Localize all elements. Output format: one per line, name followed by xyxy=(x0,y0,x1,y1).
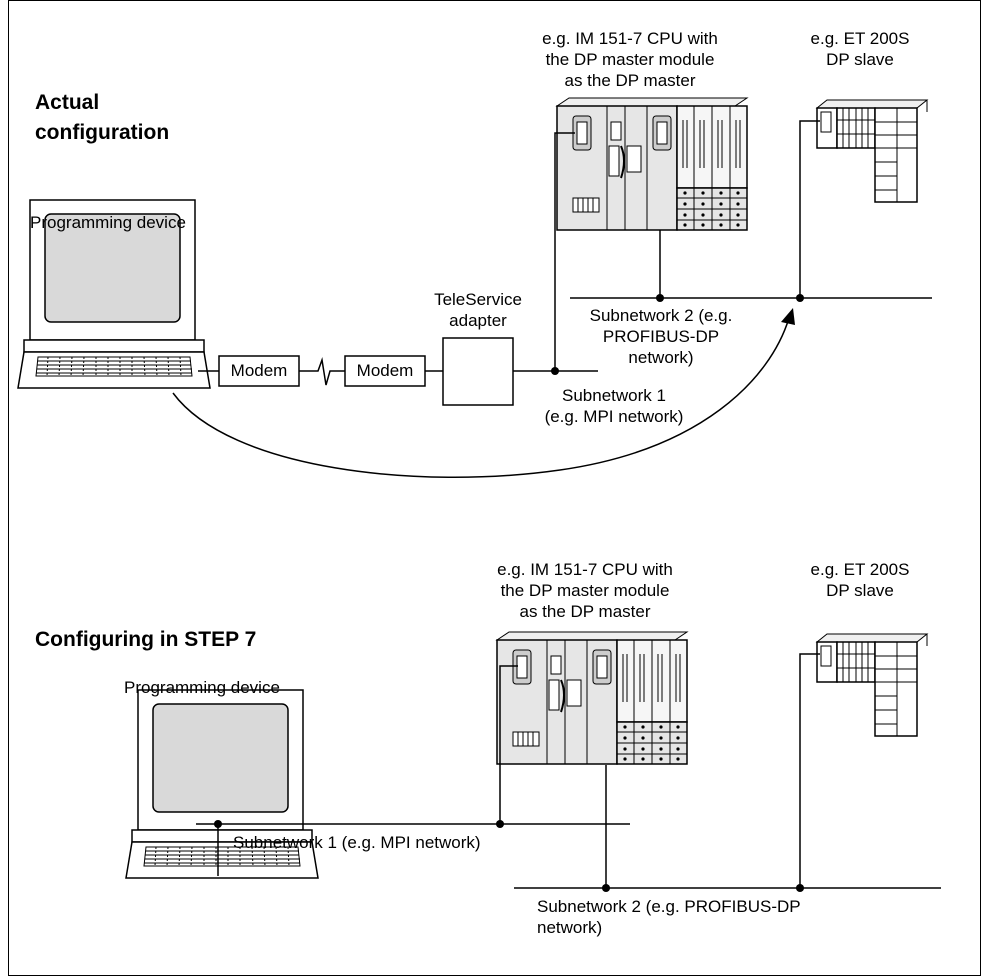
arrow-head xyxy=(781,308,795,325)
subnetwork2-label-line: PROFIBUS-DP xyxy=(602,327,720,346)
et200s-dp-slave-icon xyxy=(816,99,928,203)
heading-line: configuration xyxy=(35,121,170,144)
programming-device-label-bottom: Programming device xyxy=(124,678,280,697)
modem-right-box xyxy=(344,355,426,387)
bottom-subnet1-node-cpu xyxy=(496,820,504,828)
slave-label: e.g. ET 200S DP slave xyxy=(795,28,925,70)
cpu-dp-master-icon xyxy=(556,97,748,231)
slave-label-line: DP slave xyxy=(826,581,894,600)
teleservice-label-line: adapter xyxy=(449,311,507,330)
teleservice-adapter-box xyxy=(442,337,514,406)
heading-line: Actual xyxy=(35,91,100,114)
subnetwork1-label-bottom: Subnetwork 1 (e.g. MPI network) xyxy=(233,833,481,852)
slave-label-line: e.g. ET 200S xyxy=(810,560,910,579)
slave-label-line: e.g. ET 200S xyxy=(810,29,910,48)
cpu-label-line: e.g. IM 151-7 CPU with xyxy=(542,29,718,48)
teleservice-label-line: TeleService xyxy=(434,290,522,309)
heading-actual-configuration: Actual configuration xyxy=(35,88,169,148)
subnetwork2-label-line: network) xyxy=(628,348,694,367)
subnetwork2-label-line: Subnetwork 2 (e.g. xyxy=(589,306,733,325)
subnetwork1-label-line: (e.g. MPI network) xyxy=(544,407,684,426)
bottom-subnet1-node-pg xyxy=(214,820,222,828)
subnet2-node-slave xyxy=(796,294,804,302)
subnetwork1-label-line: Subnetwork 1 xyxy=(562,386,666,405)
heading-configuring-in-step7: Configuring in STEP 7 xyxy=(35,628,257,651)
cpu-label-line: the DP master module xyxy=(500,581,670,600)
cpu-label-line: as the DP master xyxy=(564,71,696,90)
subnetwork2-label-bottom: Subnetwork 2 (e.g. PROFIBUS-DP network) xyxy=(537,896,801,938)
modem-right-label: Modem xyxy=(356,361,414,380)
cpu-label-line: as the DP master xyxy=(519,602,651,621)
modem-left-label: Modem xyxy=(230,361,288,380)
top-connections xyxy=(172,120,932,479)
bottom-subnet2-node-slave xyxy=(796,884,804,892)
bottom-connections xyxy=(196,653,941,889)
cpu-label: e.g. IM 151-7 CPU with the DP master mod… xyxy=(520,28,740,91)
modem-left-box xyxy=(218,355,300,387)
teleservice-label: TeleService adapter xyxy=(418,289,538,331)
cpu-label-line: e.g. IM 151-7 CPU with xyxy=(497,560,673,579)
slave-label-bottom: e.g. ET 200S DP slave xyxy=(795,559,925,601)
cpu-label-line: the DP master module xyxy=(545,50,715,69)
cpu-dp-master-icon-bottom xyxy=(496,631,688,765)
subnetwork2-label-line: network) xyxy=(537,918,603,937)
subnet2-node-master xyxy=(656,294,664,302)
subnetwork2-label-line: Subnetwork 2 (e.g. PROFIBUS-DP xyxy=(537,897,801,916)
subnetwork2-label: Subnetwork 2 (e.g. PROFIBUS-DP network) xyxy=(566,305,756,368)
cpu-label-bottom: e.g. IM 151-7 CPU with the DP master mod… xyxy=(475,559,695,622)
bottom-subnet2-node-master xyxy=(602,884,610,892)
subnetwork1-label: Subnetwork 1 (e.g. MPI network) xyxy=(514,385,714,427)
subnet1-node xyxy=(551,367,559,375)
et200s-dp-slave-icon-bottom xyxy=(816,633,928,737)
slave-label-line: DP slave xyxy=(826,50,894,69)
programming-device-label: Programming device xyxy=(30,213,186,232)
